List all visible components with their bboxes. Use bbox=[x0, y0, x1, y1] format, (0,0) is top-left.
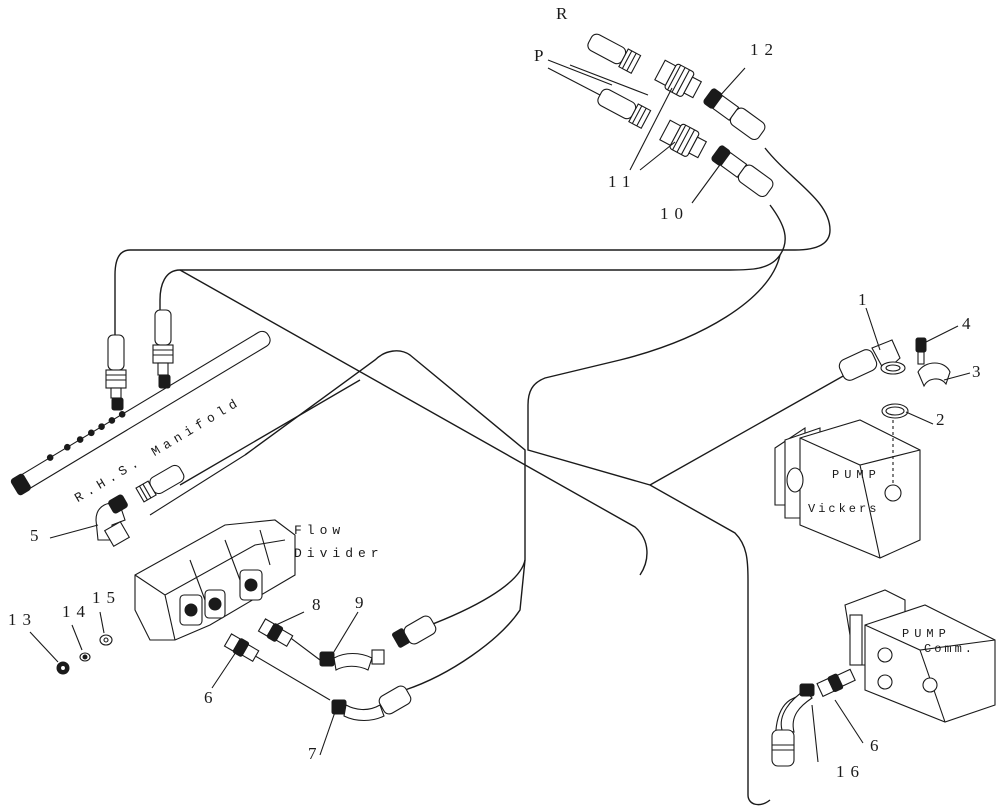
port-p-label: P bbox=[534, 46, 550, 65]
elbow-fitting-1 bbox=[838, 339, 906, 381]
pump-comm-label-line2: Comm. bbox=[924, 642, 976, 656]
hose-16 bbox=[771, 683, 815, 767]
callout-6-comm: 6 bbox=[870, 736, 885, 755]
flow-divider-label-line2: Divider bbox=[294, 546, 384, 561]
callout-16: 16 bbox=[836, 762, 865, 781]
callout-13: 13 bbox=[8, 610, 37, 629]
port-r-fitting bbox=[587, 33, 642, 74]
elbow-fitting-5 bbox=[95, 494, 131, 548]
fitting-10 bbox=[711, 145, 774, 198]
callout-15: 15 bbox=[92, 588, 121, 607]
pump-comm-body bbox=[844, 589, 996, 723]
hose-to-pump-comm bbox=[179, 269, 648, 576]
adapter-11-lower bbox=[659, 119, 708, 159]
washer-14 bbox=[79, 652, 91, 662]
callout-8: 8 bbox=[312, 595, 327, 614]
callout-6-divider: 6 bbox=[204, 688, 219, 707]
callout-12: 12 bbox=[750, 40, 779, 59]
pump-vickers-body bbox=[774, 419, 921, 559]
elbow-hose-9 bbox=[319, 615, 437, 671]
hose-upper-left-loop bbox=[114, 147, 831, 335]
callout-leaders bbox=[29, 59, 971, 763]
clamp-3 bbox=[917, 362, 951, 388]
manifold-fitting-right bbox=[152, 309, 174, 389]
callout-4: 4 bbox=[962, 314, 977, 333]
pump-comm-label-line1: PUMP bbox=[902, 627, 951, 641]
fitting-6-comm bbox=[816, 668, 856, 698]
callout-1: 1 bbox=[858, 290, 873, 309]
nut-13 bbox=[56, 661, 70, 675]
hose-pump-vickers-feed bbox=[649, 374, 846, 486]
pump-vickers-label-line1: PUMP bbox=[832, 468, 881, 482]
adapter-11-upper bbox=[654, 59, 703, 99]
elbow-hose-7 bbox=[331, 685, 412, 722]
callout-2: 2 bbox=[936, 410, 951, 429]
leader-manifold-pump bbox=[149, 454, 246, 516]
washer-15 bbox=[99, 634, 113, 646]
leader-divider-6 bbox=[244, 649, 331, 701]
flow-divider-label-line1: Flow bbox=[294, 523, 346, 538]
callout-10: 10 bbox=[660, 204, 689, 223]
fitting-6-divider bbox=[223, 633, 260, 662]
callout-3: 3 bbox=[972, 362, 987, 381]
callout-9: 9 bbox=[355, 593, 370, 612]
hose-divider-loop bbox=[244, 350, 526, 628]
port-r-label: R bbox=[556, 4, 574, 23]
hose-return-line bbox=[527, 254, 781, 806]
flow-divider-body bbox=[134, 519, 296, 641]
o-ring-2 bbox=[881, 403, 909, 419]
fitting-12 bbox=[703, 88, 766, 141]
bolt-4 bbox=[915, 337, 927, 365]
hose-pump-to-divider bbox=[179, 379, 361, 486]
callout-11: 11 bbox=[608, 172, 637, 191]
pump-vickers-label-line2: Vickers bbox=[808, 502, 880, 516]
manifold-body bbox=[10, 330, 271, 496]
callout-5: 5 bbox=[30, 526, 45, 545]
callout-7: 7 bbox=[308, 744, 323, 763]
hose-second-loop bbox=[159, 204, 786, 310]
fitting-8 bbox=[257, 618, 294, 647]
hose-item7 bbox=[404, 559, 526, 691]
fitting-manifold-hose-end bbox=[135, 464, 185, 503]
manifold-fitting-left bbox=[105, 334, 127, 411]
callout-14: 14 bbox=[62, 602, 91, 621]
